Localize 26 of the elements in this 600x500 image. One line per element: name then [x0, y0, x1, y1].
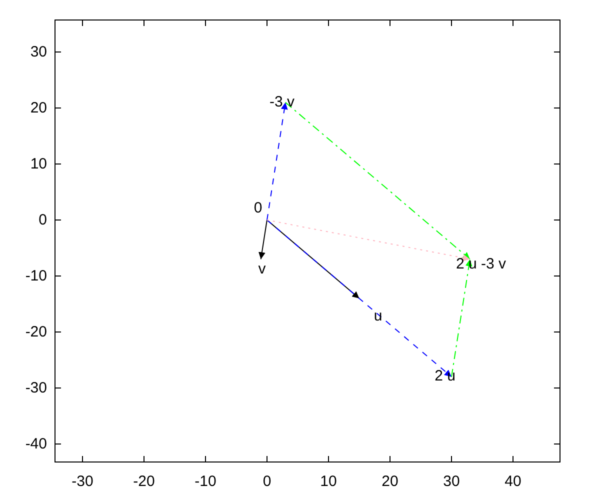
- tick-label: 30: [443, 474, 460, 489]
- point-label: v: [258, 262, 266, 276]
- tick-label: 20: [30, 100, 47, 116]
- tick-label: 10: [320, 474, 337, 489]
- tick-label: 10: [30, 156, 47, 172]
- tick-label: -20: [25, 324, 47, 340]
- tick-label: -10: [194, 474, 216, 489]
- tick-label: -30: [25, 380, 47, 396]
- tick-label: -30: [72, 474, 94, 489]
- point-label: -3 v: [270, 94, 294, 110]
- tick-label: -10: [25, 268, 47, 284]
- vector-arrow: [284, 102, 470, 260]
- tick-label: 40: [504, 474, 522, 489]
- vector-arrow: [266, 102, 288, 220]
- vector-arrow: [451, 258, 472, 378]
- tick-label: 0: [262, 474, 272, 489]
- vector-arrow: [266, 220, 452, 378]
- tick-label: -40: [25, 436, 47, 452]
- point-label: 2 u -3 v: [456, 256, 506, 272]
- point-label: 0: [254, 200, 262, 216]
- vector-arrow: [266, 220, 470, 262]
- tick-label: -20: [133, 474, 155, 489]
- tick-label: 30: [30, 44, 47, 60]
- tick-label: 20: [382, 474, 398, 489]
- vector-arrow: [258, 220, 268, 260]
- tick-label: 0: [38, 212, 47, 228]
